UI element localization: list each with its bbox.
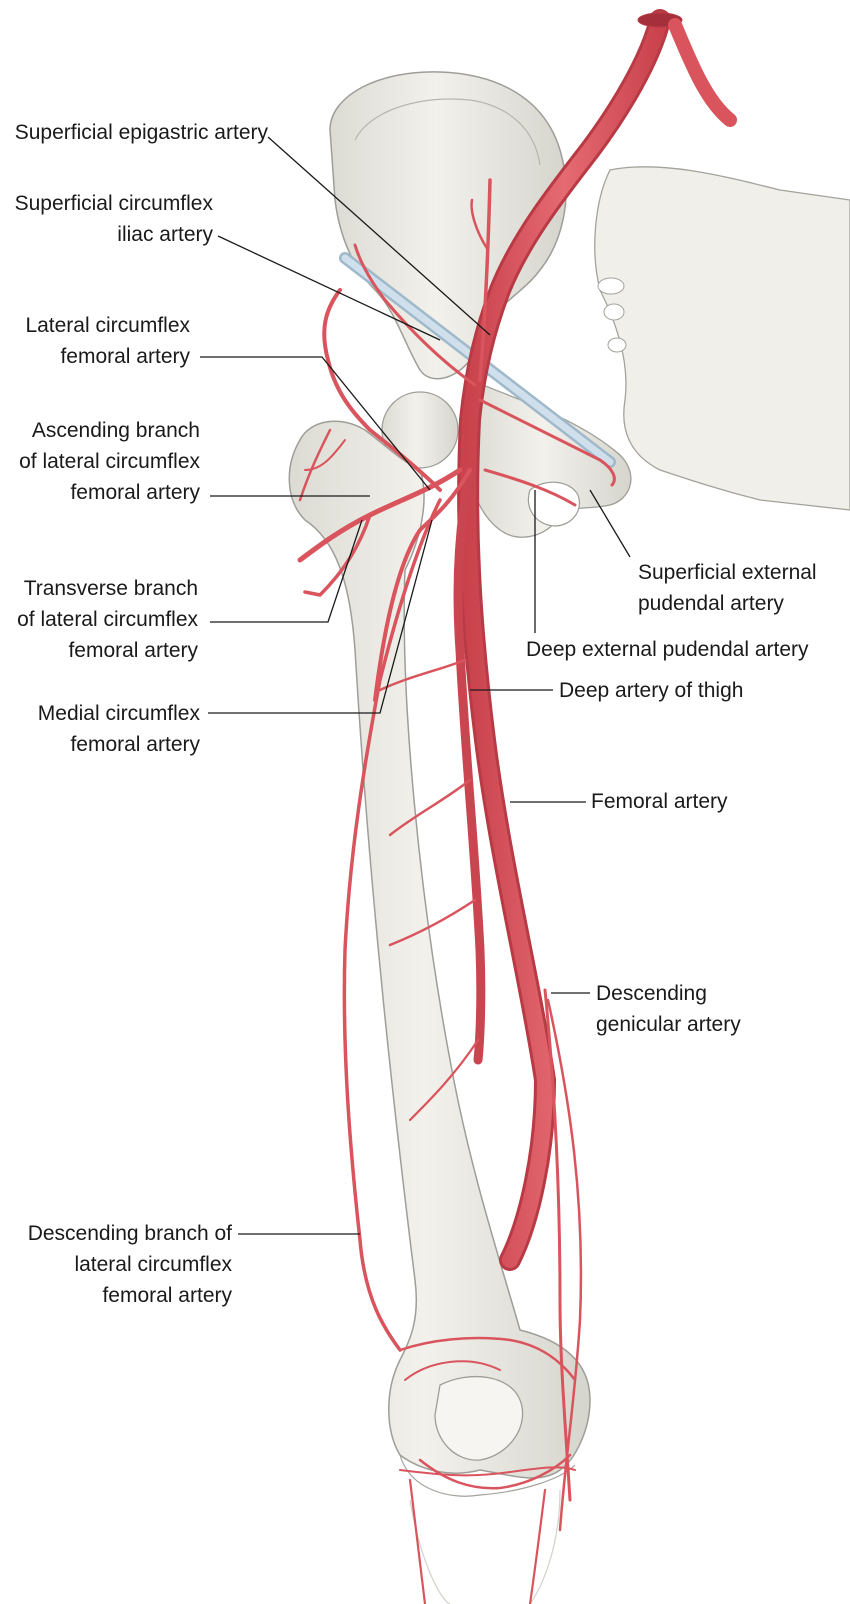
label-lateral-circumflex-femoral-artery: Lateral circumflex femoral artery — [0, 310, 190, 372]
leader-transverse-branch — [210, 519, 363, 623]
label-line-3: femoral artery — [102, 1284, 232, 1307]
label-line-1: Descending branch of — [27, 1222, 232, 1245]
leader-medial-circumflex — [208, 519, 433, 714]
label-line-1: Descending — [596, 982, 707, 1005]
label-text: Deep external pudendal artery — [526, 638, 809, 661]
label-line-1: Lateral circumflex — [25, 314, 190, 337]
label-line-2: femoral artery — [60, 345, 190, 368]
label-text: Superficial epigastric artery — [14, 121, 268, 144]
label-deep-artery-of-thigh: Deep artery of thigh — [559, 675, 743, 706]
label-line-3: femoral artery — [68, 639, 198, 662]
label-text: Deep artery of thigh — [559, 679, 744, 702]
leader-lateral-circumflex — [200, 356, 431, 491]
label-line-2: genicular artery — [596, 1013, 741, 1036]
arteries — [297, 9, 737, 1604]
label-line-1: Superficial external — [638, 561, 817, 584]
label-line-2: of lateral circumflex — [17, 608, 198, 631]
label-text: Femoral artery — [591, 790, 728, 813]
label-superficial-external-pudendal-artery: Superficial external pudendal artery — [638, 557, 817, 619]
label-line-2: femoral artery — [70, 733, 200, 756]
label-deep-external-pudendal-artery: Deep external pudendal artery — [526, 634, 809, 665]
label-line-1: Transverse branch — [23, 577, 198, 600]
label-line-1: Medial circumflex — [37, 702, 200, 725]
label-line-2: lateral circumflex — [74, 1253, 232, 1276]
label-descending-genicular-artery: Descending genicular artery — [596, 978, 741, 1040]
label-line-2: iliac artery — [117, 223, 213, 246]
label-femoral-artery: Femoral artery — [591, 786, 728, 817]
femur — [288, 420, 591, 1604]
leader-superficial-circumflex-iliac — [217, 235, 441, 341]
label-line-1: Ascending branch — [31, 419, 200, 442]
label-transverse-branch: Transverse branch of lateral circumflex … — [0, 573, 198, 666]
leader-lines — [200, 136, 631, 1235]
label-descending-branch: Descending branch of lateral circumflex … — [0, 1218, 232, 1311]
label-medial-circumflex-femoral-artery: Medial circumflex femoral artery — [0, 698, 200, 760]
label-line-1: Superficial circumflex — [14, 192, 213, 215]
label-superficial-circumflex-iliac-artery: Superficial circumflex iliac artery — [0, 188, 213, 250]
label-ascending-branch: Ascending branch of lateral circumflex f… — [0, 415, 200, 508]
leader-superficial-epigastric — [267, 136, 491, 336]
leader-superficial-external-pudendal — [589, 489, 631, 558]
label-line-2: pudendal artery — [638, 592, 784, 615]
label-line-2: of lateral circumflex — [19, 450, 200, 473]
label-line-3: femoral artery — [70, 481, 200, 504]
label-superficial-epigastric-artery: Superficial epigastric artery — [5, 117, 268, 148]
